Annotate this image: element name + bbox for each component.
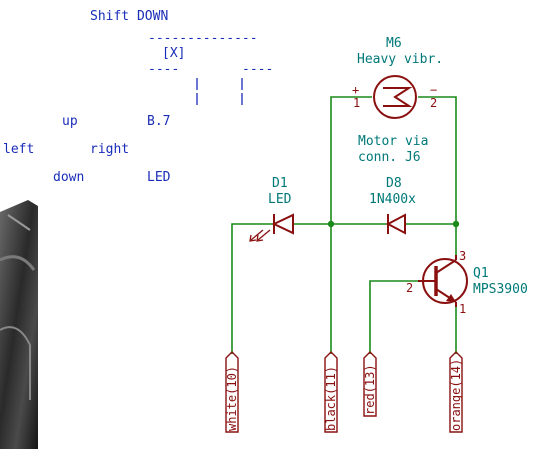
transistor-q1-symbol bbox=[418, 255, 468, 307]
note-right: right bbox=[90, 142, 129, 157]
led-d1-symbol bbox=[249, 213, 294, 242]
diode-d8-symbol bbox=[385, 213, 406, 235]
connector-orange-label: orange(14) bbox=[449, 359, 463, 431]
wires bbox=[231, 96, 457, 354]
m6-ref-label: M6 bbox=[386, 36, 402, 51]
note-dashes-top: -------------- bbox=[148, 31, 258, 46]
connector-red-label: red(13) bbox=[363, 364, 377, 415]
connector-orange-14: orange(14) bbox=[449, 351, 463, 433]
q1-pin2-number: 2 bbox=[406, 281, 413, 295]
note-dashes-left: ---- bbox=[148, 62, 179, 77]
note-down: down bbox=[53, 170, 84, 185]
m6-pin1-number: 1 bbox=[353, 96, 360, 110]
m6-value-label: Heavy vibr. bbox=[357, 52, 443, 67]
m6-pin-plus: + bbox=[352, 83, 359, 97]
connector-red-13: red(13) bbox=[363, 351, 377, 417]
d1-ref-label: D1 bbox=[272, 176, 288, 191]
note-shift-down: Shift DOWN bbox=[90, 9, 168, 24]
m6-pin2-number: 2 bbox=[430, 96, 437, 110]
q1-value-label: MPS3900 bbox=[473, 282, 528, 297]
note-bracket-x: [X] bbox=[162, 46, 185, 61]
connector-white-10: white(10) bbox=[225, 351, 239, 433]
m6-note-line1: Motor via bbox=[358, 134, 428, 149]
m6-note-line2: conn. J6 bbox=[358, 150, 421, 165]
photo-fragment bbox=[0, 200, 38, 449]
junction-dot bbox=[327, 220, 335, 228]
note-up: up bbox=[62, 114, 78, 129]
motor-m6-symbol bbox=[373, 75, 417, 119]
junction-dot bbox=[452, 220, 460, 228]
d1-value-label: LED bbox=[268, 192, 292, 207]
note-dashes-right: ---- bbox=[242, 62, 273, 77]
note-b7: B.7 bbox=[147, 114, 170, 129]
q1-pin1-number: 1 bbox=[459, 302, 466, 316]
m6-pin-minus: − bbox=[430, 83, 437, 97]
connector-white-label: white(10) bbox=[225, 366, 239, 431]
connector-black-11: black(11) bbox=[324, 351, 338, 433]
q1-pin3-number: 3 bbox=[459, 249, 466, 263]
q1-ref-label: Q1 bbox=[473, 266, 489, 281]
d8-ref-label: D8 bbox=[386, 176, 402, 191]
note-left: left bbox=[3, 142, 34, 157]
d8-value-label: 1N400x bbox=[369, 192, 416, 207]
connector-black-label: black(11) bbox=[324, 366, 338, 431]
note-led: LED bbox=[147, 170, 171, 185]
